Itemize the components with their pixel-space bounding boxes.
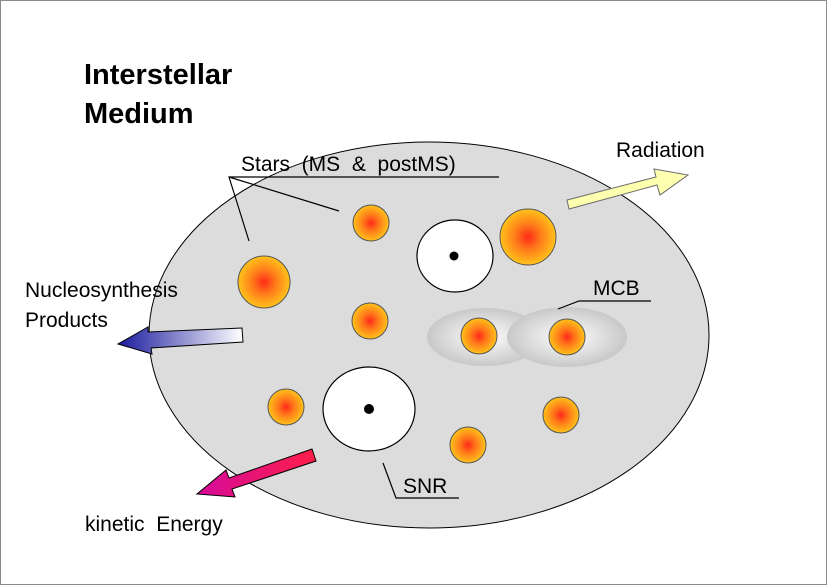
snr-bubble-center [364,404,374,414]
snr-leader-line [382,462,459,499]
nucleosynthesis-arrow [116,326,244,355]
mcb-label: MCB [593,277,640,300]
kinetic-energy-arrow [195,448,317,498]
bubble-upper-center [449,251,459,261]
mcb-leader-line [557,300,651,310]
star [548,318,586,356]
star [352,204,390,242]
star [499,208,557,266]
star [351,302,389,340]
stars-label: Stars (MS & postMS) [241,153,456,176]
kinetic-energy-label: kinetic Energy [85,513,223,536]
star [267,388,305,426]
radiation-arrow [566,168,690,210]
snr-label: SNR [403,475,447,498]
star [460,317,498,355]
nucleosynthesis-label-line1: Nucleosynthesis [25,279,178,302]
radiation-label: Radiation [616,139,705,162]
diagram-title-line2: Medium [84,98,194,130]
stars-leader-lines [228,176,499,242]
nucleosynthesis-label-line2: Products [25,309,108,332]
diagram-title-line1: Interstellar [84,59,232,91]
star [237,255,291,309]
star [449,426,487,464]
star [542,396,580,434]
